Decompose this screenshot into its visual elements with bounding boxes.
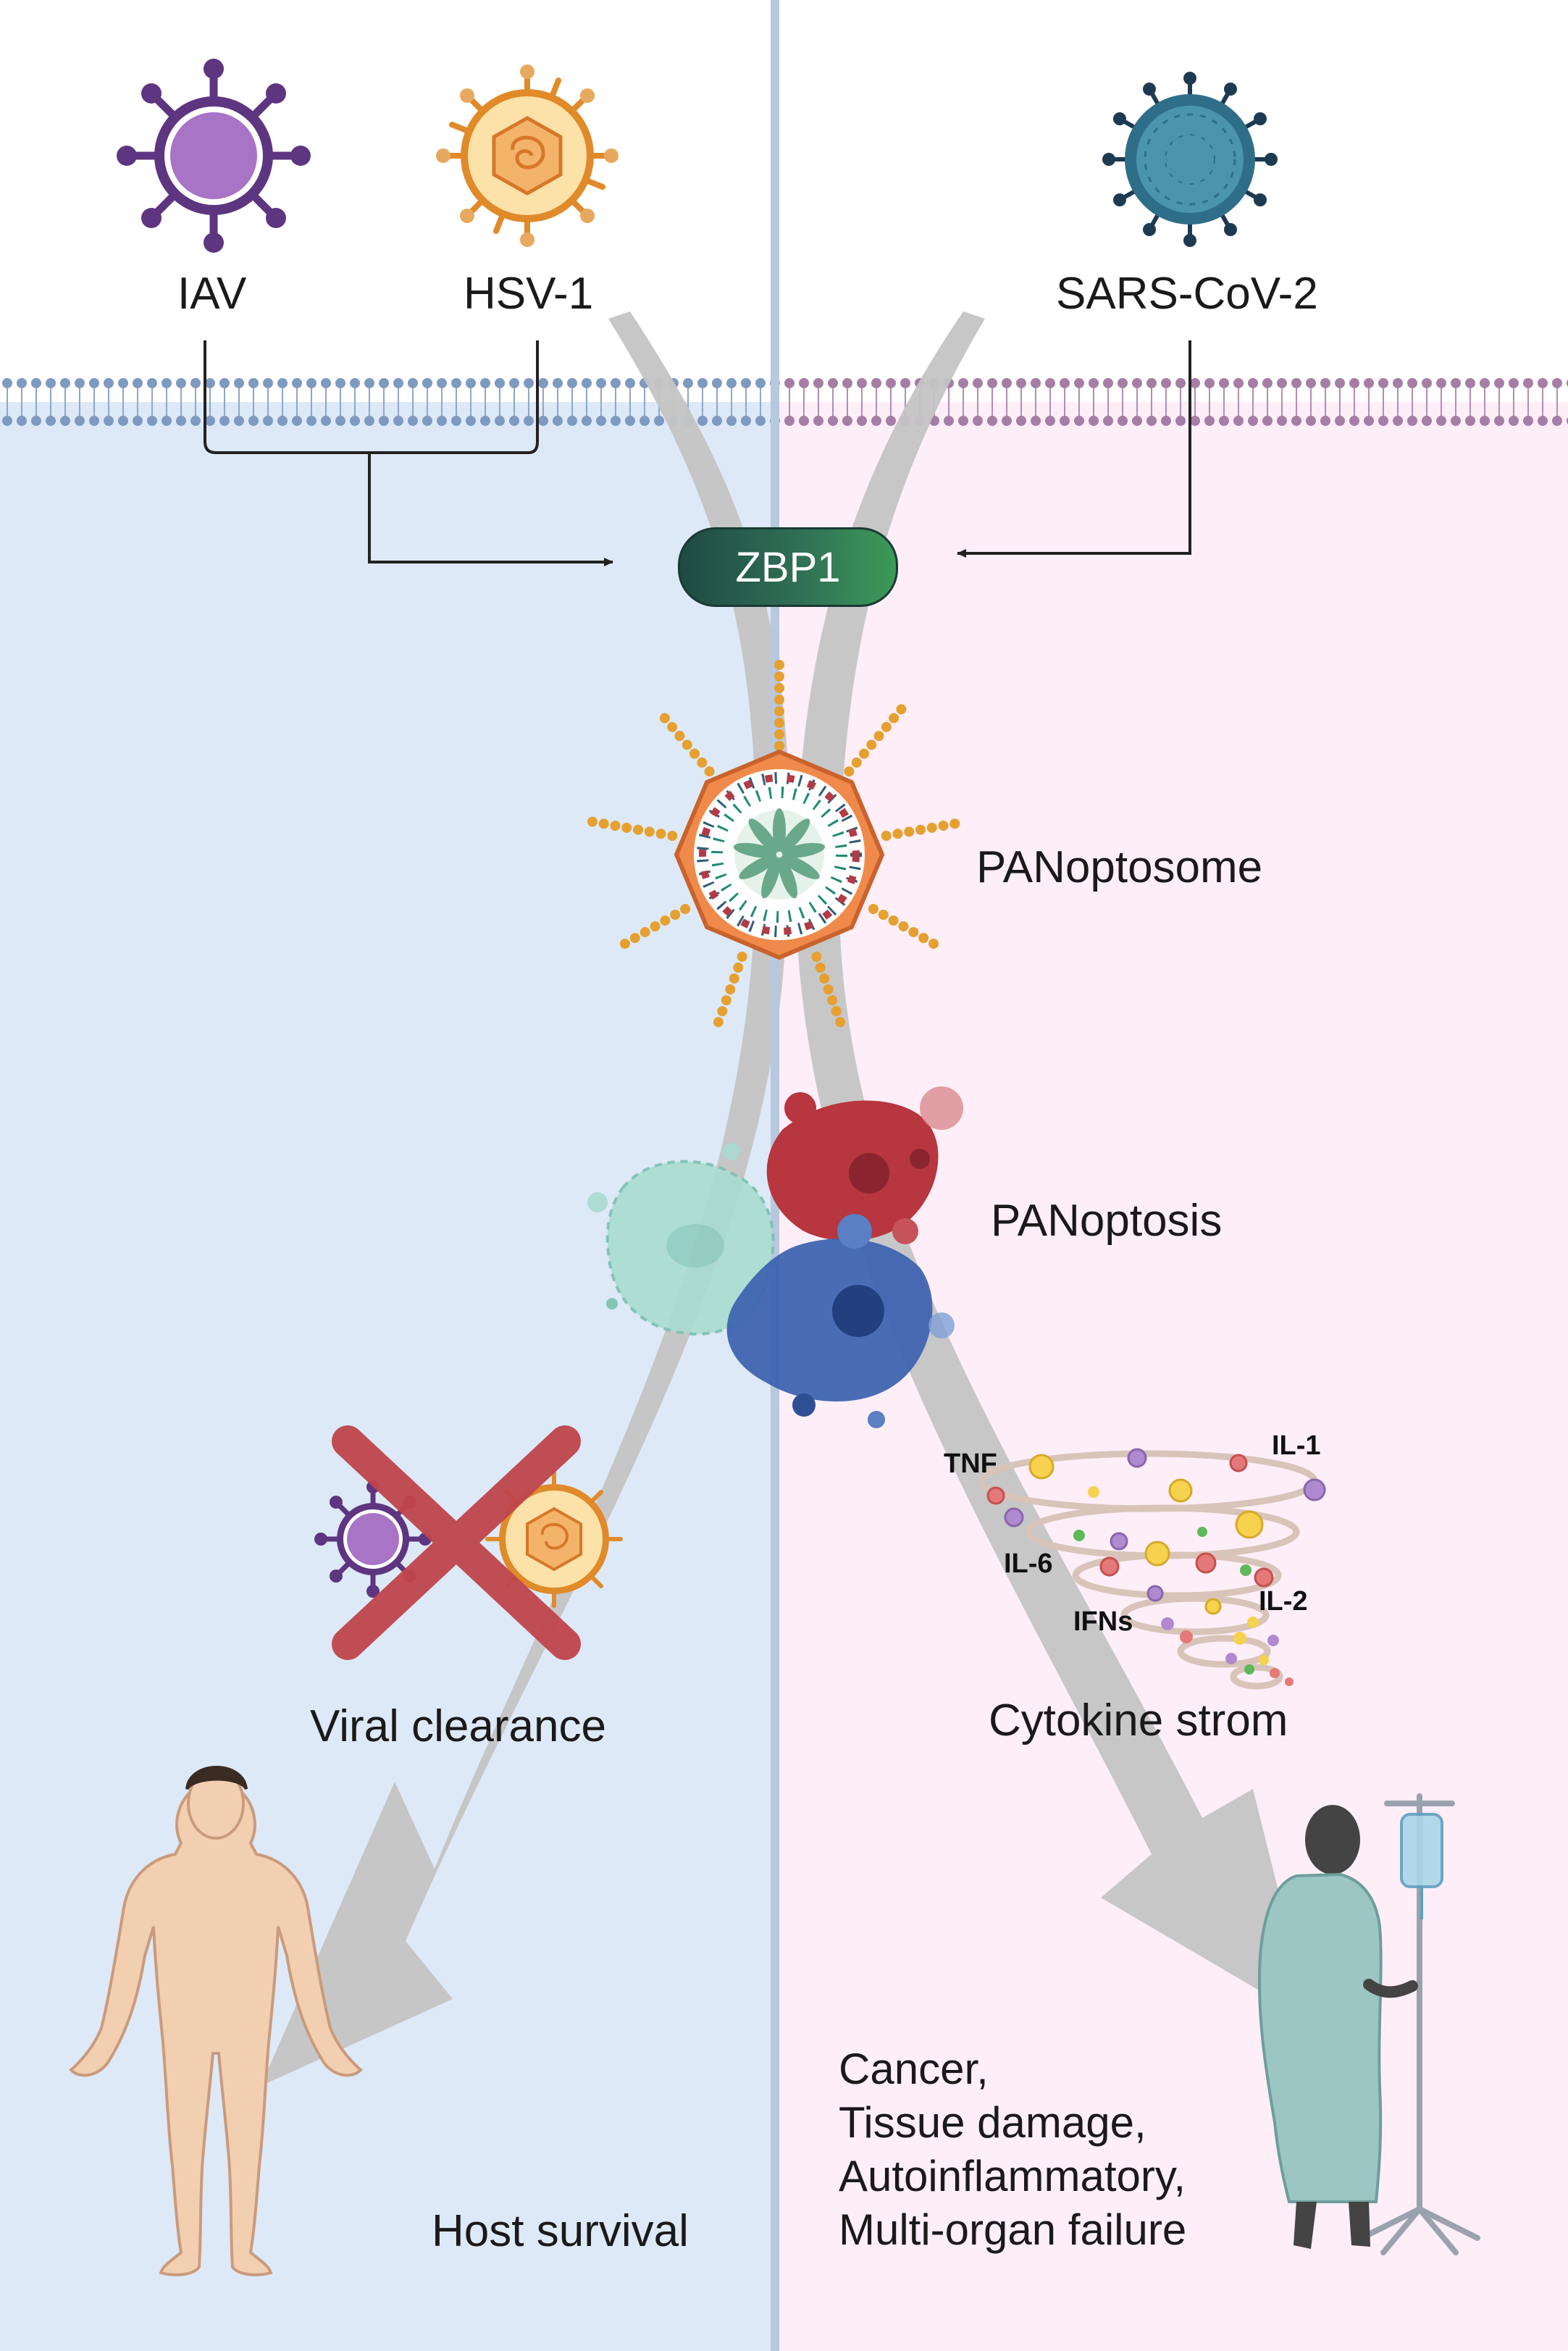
- sars-cov-2-label: SARS-CoV-2: [1056, 269, 1318, 319]
- cell-membrane-right: [778, 377, 1568, 427]
- il2-label: IL-2: [1259, 1586, 1308, 1617]
- cross-icon: [332, 1425, 581, 1660]
- cell-membrane-left: [0, 377, 775, 427]
- host-survival-label: Host survival: [432, 2206, 689, 2256]
- panoptosome-icon: [587, 660, 960, 1028]
- arrow-to-disease: [796, 311, 1311, 2021]
- right-panel: [776, 402, 1568, 2351]
- iav-label: IAV: [177, 269, 247, 319]
- arrow-sars-to-zbp1: [957, 340, 1191, 558]
- connector-iav: [204, 340, 539, 454]
- outcome-autoinflammatory: Autoinflammatory,: [839, 2152, 1186, 2200]
- zbp1-sensor: ZBP1: [678, 527, 898, 607]
- panoptosis-cells-icon: [587, 1086, 963, 1428]
- cleared-hsv1-icon: [485, 1470, 623, 1608]
- arrow-iav-hsv1-to-zbp1: [368, 453, 613, 566]
- outcome-multi-organ-failure: Multi-organ failure: [839, 2205, 1187, 2254]
- sars-cov-2-icon: [1102, 72, 1278, 247]
- il1-label: IL-1: [1272, 1430, 1321, 1461]
- iv-bag: [1400, 1813, 1443, 1888]
- cytokine-storm-icon: [978, 1448, 1326, 1690]
- hsv1-icon: [436, 64, 619, 247]
- healthy-person-icon: [69, 1766, 363, 2276]
- tnf-label: TNF: [944, 1449, 997, 1479]
- outcome-cancer: Cancer,: [839, 2045, 989, 2093]
- iav-icon: [117, 59, 311, 253]
- pyroptotic-cell: [587, 1143, 775, 1336]
- ifns-label: IFNs: [1073, 1606, 1133, 1637]
- zbp1-label: ZBP1: [735, 543, 841, 591]
- panoptosome-label: PANoptosome: [976, 842, 1263, 892]
- outcome-tissue-damage: Tissue damage,: [839, 2098, 1146, 2147]
- cytokine-storm-label: Cytokine strom: [989, 1696, 1288, 1746]
- hsv1-label: HSV-1: [464, 269, 594, 319]
- panoptosis-label: PANoptosis: [991, 1196, 1223, 1246]
- il6-label: IL-6: [1004, 1549, 1053, 1579]
- necroptotic-cell: [726, 1214, 955, 1428]
- patient-with-iv-icon: [1257, 1793, 1480, 2255]
- viral-clearance-label: Viral clearance: [310, 1701, 606, 1751]
- disease-outcomes-list: Cancer, Tissue damage, Autoinflammatory,…: [839, 2042, 1186, 2257]
- apoptotic-cell: [766, 1086, 963, 1244]
